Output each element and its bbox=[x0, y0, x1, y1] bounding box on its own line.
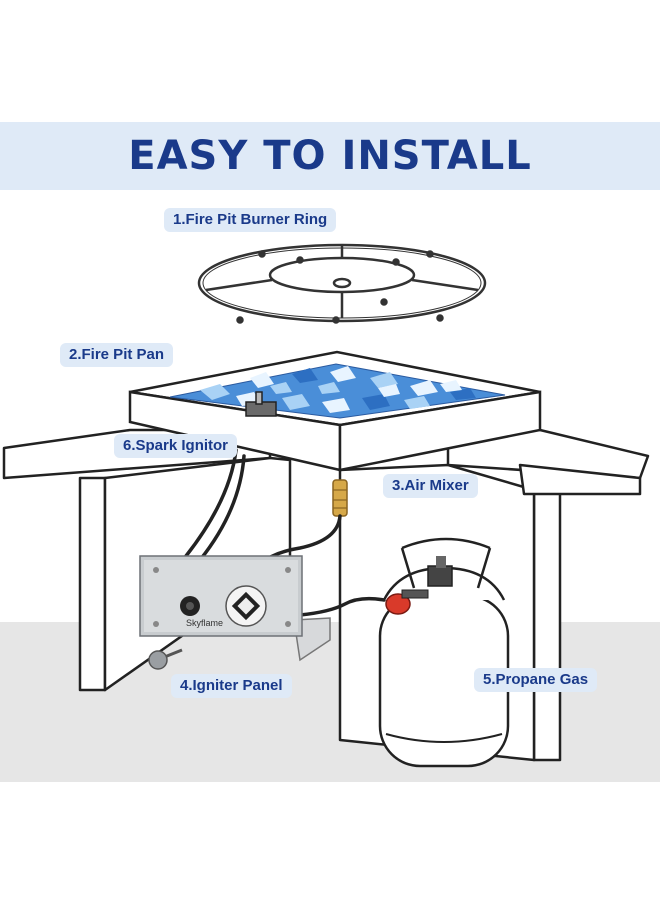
page-title: EASY TO INSTALL bbox=[128, 133, 532, 179]
header-band bbox=[0, 122, 660, 190]
label-fire-pit-pan: 2.Fire Pit Pan bbox=[60, 343, 174, 367]
burner-ring bbox=[197, 243, 487, 324]
label-burner-ring: 1.Fire Pit Burner Ring bbox=[164, 208, 337, 232]
label-propane-gas: 5.Propane Gas bbox=[474, 668, 598, 692]
air-mixer bbox=[332, 479, 348, 517]
propane-tank bbox=[378, 537, 510, 768]
label-spark-ignitor: 6.Spark Ignitor bbox=[114, 434, 238, 458]
fire-glass bbox=[200, 366, 476, 413]
fire-table-frame bbox=[2, 428, 650, 762]
label-air-mixer: 3.Air Mixer bbox=[383, 474, 478, 498]
panel-brand: Skyflame bbox=[186, 618, 223, 628]
label-igniter-panel: 4.Igniter Panel bbox=[171, 674, 292, 698]
pan-ignitor-box bbox=[245, 391, 277, 417]
igniter-panel bbox=[139, 555, 331, 662]
thermocouple-probe bbox=[148, 648, 183, 670]
